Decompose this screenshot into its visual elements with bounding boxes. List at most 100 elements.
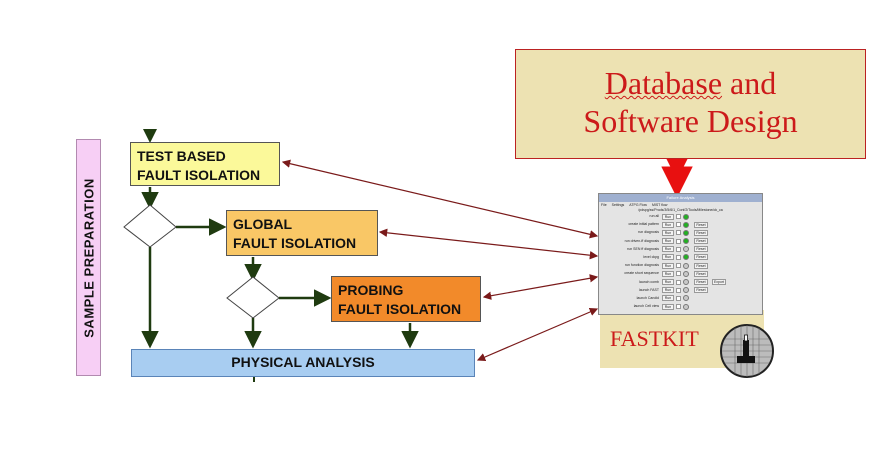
probing-box-line1: PROBING xyxy=(338,282,404,298)
status-led-icon xyxy=(683,254,689,261)
step-label: run function diagnosis xyxy=(624,263,659,268)
step-checkbox[interactable] xyxy=(676,287,681,293)
run-button[interactable]: Run xyxy=(662,238,674,245)
decision-diamond-1 xyxy=(123,204,177,248)
menu-file[interactable]: File xyxy=(601,203,607,207)
status-led-icon xyxy=(683,270,689,277)
menu-settings[interactable]: Settings xyxy=(611,203,625,207)
step-label: level ckpg xyxy=(643,254,659,259)
sample-preparation-label: SAMPLE PREPARATION xyxy=(81,177,96,338)
reset-button[interactable]: Reset xyxy=(694,246,708,253)
menu-mist-flow[interactable]: MIST flow xyxy=(651,203,668,207)
step-label: create initial pattern xyxy=(628,222,659,227)
fastkit-label: FASTKIT xyxy=(610,326,699,351)
run-button[interactable]: Run xyxy=(662,270,674,277)
test-box-line1: TEST BASED xyxy=(137,148,226,164)
probing-fault-isolation-box: PROBING FAULT ISOLATION xyxy=(331,276,481,322)
status-led-icon xyxy=(683,213,689,220)
status-led-icon xyxy=(683,262,689,269)
decision-diamond-2 xyxy=(226,276,280,319)
failure-analysis-window: Failure Analysis File Settings ATPG Flow… xyxy=(598,193,763,315)
global-box-line2: FAULT ISOLATION xyxy=(233,235,357,251)
step-checkbox[interactable] xyxy=(676,230,681,236)
reset-button[interactable]: Reset xyxy=(694,279,708,285)
run-button[interactable]: Run xyxy=(662,221,674,228)
step-checkbox[interactable] xyxy=(676,254,681,260)
global-box-line1: GLOBAL xyxy=(233,216,293,232)
link-physical xyxy=(476,307,599,362)
status-led-icon xyxy=(683,303,689,310)
step-label: launch Cell view xyxy=(633,304,659,309)
status-led-icon xyxy=(683,295,689,302)
run-button[interactable]: Run xyxy=(662,303,674,310)
status-led-icon xyxy=(683,238,689,245)
export-button[interactable]: Export xyxy=(712,279,726,285)
run-button[interactable]: Run xyxy=(662,254,674,261)
step-checkbox[interactable] xyxy=(676,246,681,252)
step-label: run all xyxy=(649,214,659,218)
status-led-icon xyxy=(683,229,689,236)
database-title-line2: Software Design xyxy=(583,103,798,139)
database-and-word: and xyxy=(722,65,777,101)
reset-button[interactable]: Reset xyxy=(694,229,708,236)
step-checkbox[interactable] xyxy=(676,263,681,269)
step-label: create short sequence xyxy=(624,271,659,276)
run-button[interactable]: Run xyxy=(662,295,674,302)
link-test xyxy=(281,159,599,239)
step-checkbox[interactable] xyxy=(676,271,681,277)
step-label: run diagnosis xyxy=(638,230,659,235)
sample-preparation-bar: SAMPLE PREPARATION xyxy=(76,139,101,376)
step-label: run driven-ff diagnosis xyxy=(624,238,659,243)
step-checkbox[interactable] xyxy=(676,304,681,310)
run-button[interactable]: Run xyxy=(662,229,674,236)
menu-atpg-flow[interactable]: ATPG Flow xyxy=(629,203,647,207)
run-button[interactable]: Run xyxy=(662,279,674,285)
step-checkbox[interactable] xyxy=(676,222,681,228)
step-label: run SEN ff diagnosis xyxy=(627,246,659,251)
database-word: Database xyxy=(604,65,723,101)
run-button[interactable]: Run xyxy=(662,246,674,253)
reset-button[interactable]: Reset xyxy=(694,270,708,277)
step-checkbox[interactable] xyxy=(676,279,681,285)
status-led-icon xyxy=(683,246,689,253)
step-checkbox[interactable] xyxy=(676,238,681,244)
physical-analysis-box: PHYSICAL ANALYSIS xyxy=(131,349,475,377)
step-checkbox[interactable] xyxy=(676,214,681,219)
step-label: launch Candid xyxy=(636,295,659,300)
window-menu-bar: File Settings ATPG Flow MIST flow xyxy=(599,202,762,208)
run-button[interactable]: Run xyxy=(662,287,674,294)
reset-button[interactable]: Reset xyxy=(694,221,708,228)
status-led-icon xyxy=(683,287,689,294)
link-global xyxy=(378,228,599,260)
reset-button[interactable]: Reset xyxy=(694,262,708,269)
step-checkbox[interactable] xyxy=(676,295,681,301)
run-button[interactable]: Run xyxy=(662,213,674,220)
run-button[interactable]: Run xyxy=(662,262,674,269)
database-software-design-box: Database and Software Design xyxy=(515,49,866,159)
reset-button[interactable]: Reset xyxy=(694,287,708,294)
reset-button[interactable]: Reset xyxy=(694,254,708,261)
link-probing xyxy=(482,274,599,300)
window-path: /pdspg/ss/Prods/3/5/6/1_Conf/2/Tools/Mil… xyxy=(638,208,723,212)
status-led-icon xyxy=(683,221,689,228)
test-based-fault-isolation-box: TEST BASED FAULT ISOLATION xyxy=(130,142,280,186)
test-box-line2: FAULT ISOLATION xyxy=(137,167,261,183)
window-title: Failure Analysis xyxy=(599,194,762,202)
reset-button[interactable]: Reset xyxy=(694,238,708,245)
probing-box-line2: FAULT ISOLATION xyxy=(338,301,462,317)
step-label: launch FAST xyxy=(638,287,659,292)
